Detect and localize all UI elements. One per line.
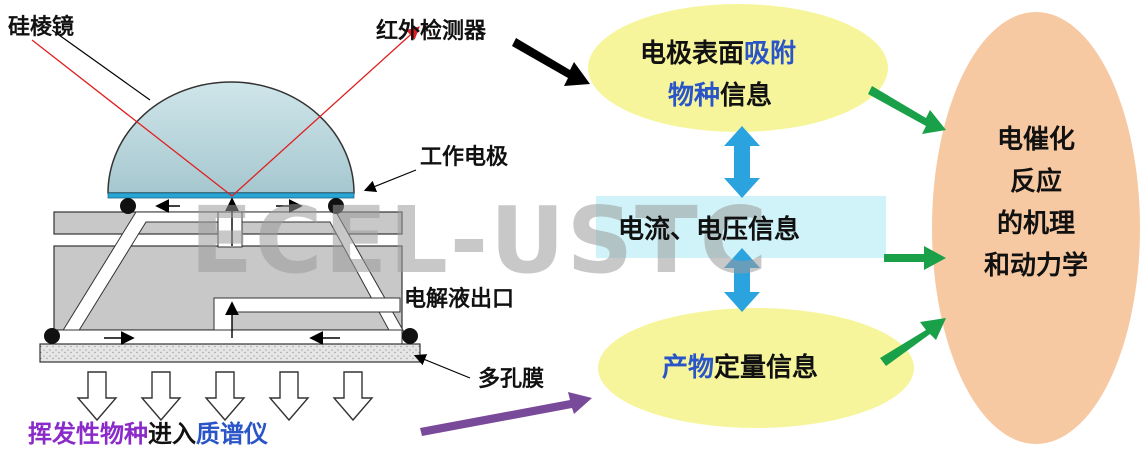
product-quantification-bubble	[598, 308, 914, 428]
bottom-caption: 挥发性物种进入质谱仪	[28, 420, 269, 448]
o-ring	[402, 328, 418, 344]
mechanism-line-1: 电催化	[997, 125, 1075, 155]
product-b: 定量信息	[714, 352, 818, 383]
adsorbed-line-1a: 电极表面	[640, 39, 744, 69]
label-silicon-prism: 硅棱镜	[8, 14, 74, 40]
adsorbed-line-2: 物种信息	[668, 80, 772, 111]
mechanism-line-4: 和动力学	[984, 250, 1088, 281]
adsorbed-line-2a: 物种	[668, 81, 720, 111]
label-porous-membrane: 多孔膜	[478, 366, 544, 392]
current-voltage-band	[596, 196, 886, 258]
label-electrolyte-outlet: 电解液出口	[404, 286, 514, 312]
ir-beam	[31, 26, 420, 197]
bottom-gap	[53, 329, 403, 345]
label-ir-detector: 红外检测器	[376, 18, 487, 44]
watermark: ECEL-USTC	[190, 187, 769, 294]
silicon-prism	[107, 81, 355, 194]
o-ring	[328, 198, 344, 214]
current-voltage-text: 电流、电压信息	[618, 214, 800, 245]
adsorbed-species-bubble	[588, 4, 888, 132]
black-arrow	[512, 38, 590, 86]
porous-membrane-bar	[39, 343, 421, 363]
flow-arrows	[104, 197, 340, 345]
cyan-double-arrows	[724, 126, 760, 312]
green-arrows	[868, 86, 946, 366]
adsorbed-line-2b: 信息	[720, 80, 772, 111]
adsorbed-line-1b: 吸附	[744, 39, 796, 69]
mechanism-line-3: 的机理	[997, 208, 1075, 239]
inlet-channel	[217, 211, 243, 248]
caption-volatile-species: 挥发性物种	[28, 420, 148, 448]
o-ring	[120, 198, 136, 214]
product-line: 产物定量信息	[662, 352, 818, 383]
leader-lines	[51, 29, 471, 379]
o-ring	[44, 328, 60, 344]
mechanism-bubble	[932, 12, 1140, 444]
purple-arrow	[420, 392, 592, 436]
caption-enter: 进入	[148, 420, 196, 448]
mechanism-line-2: 反应	[1010, 166, 1062, 197]
adsorbed-line-1: 电极表面吸附	[640, 39, 796, 69]
volatile-flow-arrows	[76, 371, 374, 422]
product-a: 产物	[662, 353, 714, 383]
caption-mass-spec: 质谱仪	[196, 420, 269, 448]
label-working-electrode: 工作电极	[420, 145, 509, 170]
